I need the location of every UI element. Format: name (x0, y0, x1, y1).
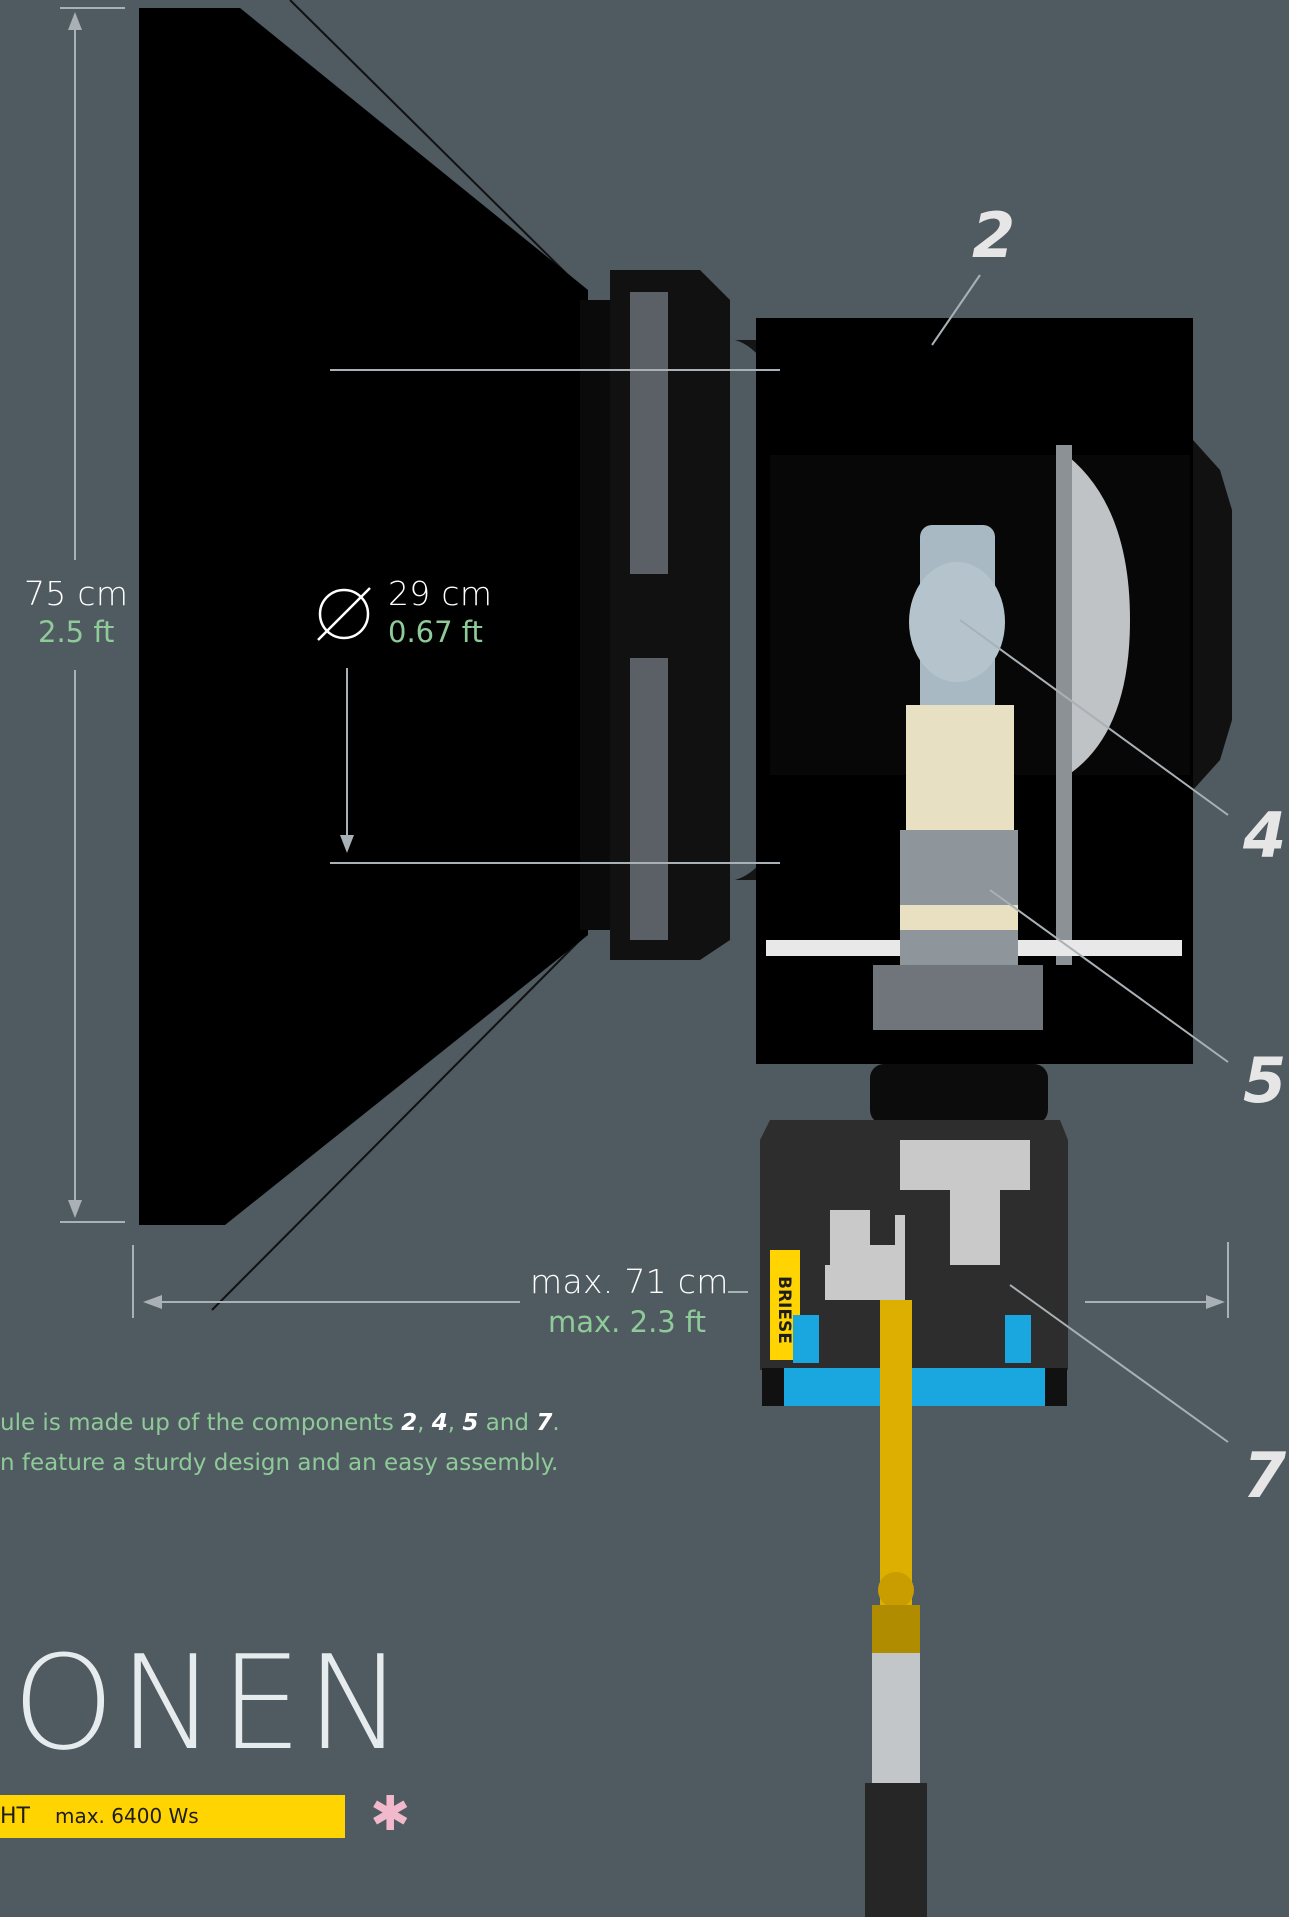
lens-housing (610, 270, 730, 960)
description-line-2: n feature a sturdy design and an easy as… (0, 1450, 559, 1476)
description-sep: , (417, 1410, 432, 1436)
depth-ft-label: max. 2.3 ft (548, 1305, 707, 1339)
reflector-arm (1056, 445, 1072, 965)
badge-left-text: HT (0, 1804, 30, 1829)
badge-right-text: max. 6400 Ws (54, 1804, 199, 1828)
description-c4: 4 (431, 1410, 448, 1436)
pole-collar (872, 1605, 920, 1653)
component-2-label: 2 (972, 199, 1016, 272)
lens-ring (580, 300, 612, 930)
star-icon: ✱ (370, 1786, 411, 1842)
description-line-1: ule is made up of the components 2, 4, 5… (0, 1410, 560, 1436)
handle-cap-left (762, 1368, 784, 1406)
handle-left (793, 1315, 819, 1363)
diameter-ft-label: 0.67 ft (388, 615, 483, 649)
logo-t (900, 1140, 1030, 1265)
reflector-shape (139, 8, 588, 1225)
guide-line-top (289, 0, 586, 293)
component-5-label: 5 (1243, 1044, 1287, 1117)
description-end: . (552, 1410, 560, 1436)
description-c5: 5 (462, 1410, 479, 1436)
power-badge: HT max. 6400 Ws (0, 1795, 345, 1838)
housing-window-lower (630, 658, 668, 940)
pole-spigot (872, 1653, 920, 1783)
description-c2: 2 (401, 1410, 418, 1436)
stand (865, 1783, 927, 1917)
description-c7: 7 (536, 1410, 553, 1436)
reflector-dome (1060, 450, 1130, 780)
description-text: ule is made up of the components (0, 1410, 402, 1436)
handle-bar (762, 1368, 1067, 1406)
component-4-label: 4 (1243, 799, 1287, 872)
description-sep: , (447, 1410, 463, 1436)
socket-fins (873, 965, 1043, 1030)
depth-cm-label: max. 71 cm (530, 1262, 729, 1301)
briese-label: BRIESE (774, 1276, 794, 1344)
description-and: and (478, 1410, 537, 1436)
socket-ring (900, 905, 1018, 930)
logo-4 (825, 1210, 905, 1300)
handle-right (1005, 1315, 1031, 1363)
lamp-socket (900, 830, 1018, 970)
dimension-arrows (68, 12, 1225, 1309)
pole-yellow (880, 1300, 912, 1610)
lamp-bulb (909, 562, 1005, 682)
pole-knob (878, 1572, 914, 1608)
headline: IONEN (0, 1627, 408, 1779)
dimension-lines (60, 7, 1229, 1443)
handle-cap-right (1045, 1368, 1067, 1406)
lamp-base (906, 705, 1014, 830)
component-7-label: 7 (1243, 1439, 1287, 1512)
rear-cap (1193, 440, 1232, 790)
neck-connector (870, 1064, 1048, 1124)
housing-window-upper (630, 292, 668, 574)
height-ft-label: 2.5 ft (38, 615, 115, 649)
diameter-cm-label: 29 cm (388, 574, 493, 613)
height-cm-label: 75 cm (24, 574, 129, 613)
diameter-icon (317, 587, 371, 641)
guide-line-bottom (211, 934, 586, 1311)
